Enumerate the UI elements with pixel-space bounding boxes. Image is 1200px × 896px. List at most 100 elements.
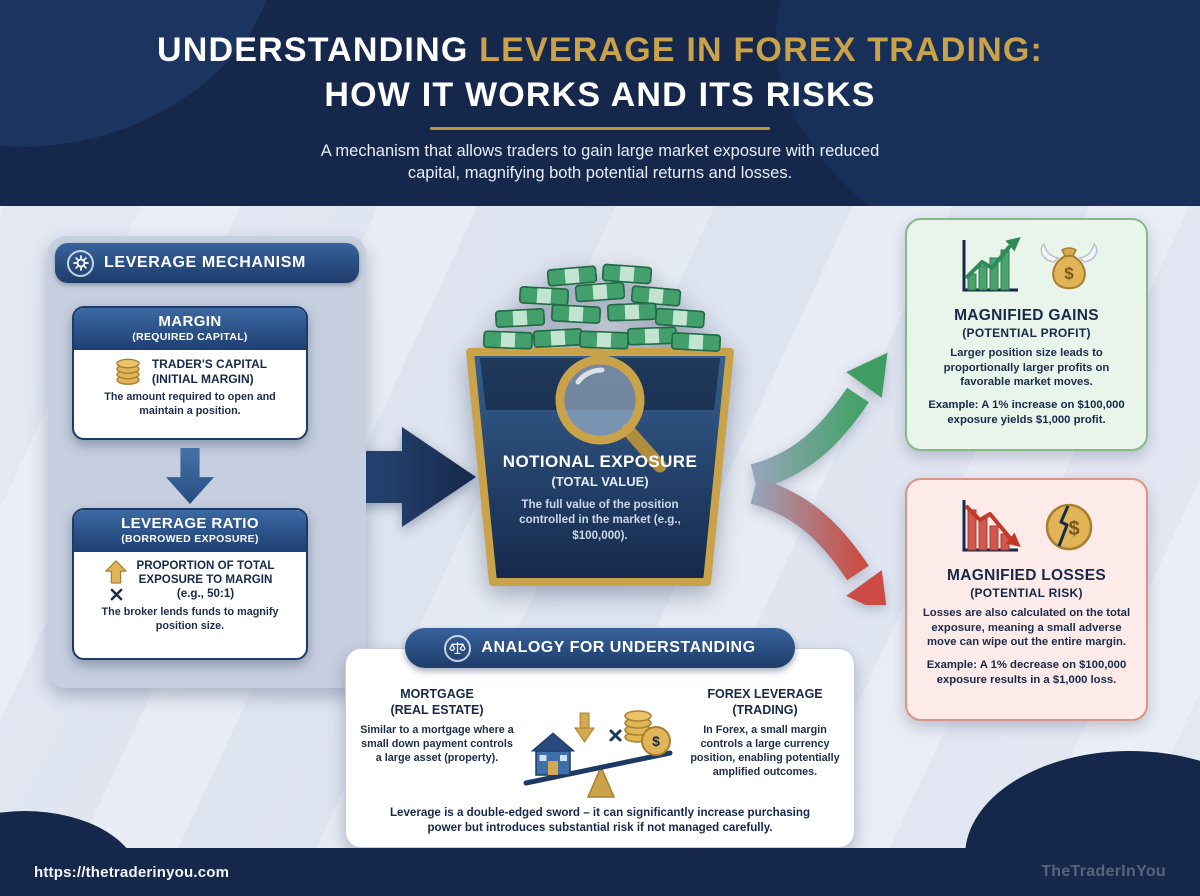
losses-icons: $ [919, 492, 1134, 562]
money-bag-icon: $ [1040, 242, 1097, 290]
ratio-label-row: PROPORTION OF TOTAL EXPOSURE TO MARGIN (… [84, 559, 296, 601]
gains-title: MAGNIFIED GAINS [954, 307, 1099, 324]
ratio-box-header: LEVERAGE RATIO (BORROWED EXPOSURE) [74, 510, 306, 552]
forex-description: In Forex, a small margin controls a larg… [690, 724, 840, 779]
leverage-mechanism-header: LEVERAGE MECHANISM [55, 243, 359, 283]
x-mark-icon [110, 588, 123, 601]
ratio-description: The broker lends funds to magnify positi… [101, 606, 279, 633]
brand-watermark: TheTraderInYou [1041, 863, 1166, 880]
page-subtitle: A mechanism that allows traders to gain … [0, 140, 1200, 185]
falling-chart-icon [962, 500, 1021, 552]
mortgage-title: MORTGAGE [400, 687, 474, 701]
title-part-gold: LEVERAGE IN FOREX TRADING: [479, 31, 1044, 69]
ratio-label-line3: (e.g., 50:1) [176, 587, 235, 601]
ratio-label-line1: PROPORTION OF TOTAL [136, 559, 275, 572]
margin-title: MARGIN [158, 313, 222, 330]
margin-label: TRADER'S CAPITAL (INITIAL MARGIN) [152, 357, 267, 386]
gear-icon [72, 255, 89, 271]
page-title: UNDERSTANDING LEVERAGE IN FOREX TRADING:… [0, 28, 1200, 118]
margin-box-header: MARGIN (REQUIRED CAPITAL) [74, 308, 306, 350]
margin-subtitle: (REQUIRED CAPITAL) [132, 331, 248, 343]
ratio-box-body: PROPORTION OF TOTAL EXPOSURE TO MARGIN (… [74, 552, 306, 640]
small-x-icon [609, 729, 622, 742]
leverage-ratio-box: LEVERAGE RATIO (BORROWED EXPOSURE) [72, 508, 308, 660]
website-url-link[interactable]: https://thetraderinyou.com [34, 863, 230, 881]
magnified-losses-panel: $ MAGNIFIED LOSSES (POTENTIAL RISK) Loss… [905, 478, 1148, 721]
money-chest-illustration [466, 263, 734, 586]
margin-label-row: TRADER'S CAPITAL (INITIAL MARGIN) [84, 357, 296, 386]
forex-subtitle: (TRADING) [732, 702, 798, 717]
dollar-sign: $ [652, 733, 660, 749]
down-arrow [166, 448, 214, 504]
notional-exposure-subtitle: (TOTAL VALUE) [551, 474, 649, 489]
dollar-sign: $ [1064, 264, 1074, 283]
mechanism-panel-title: LEVERAGE MECHANISM [104, 254, 306, 271]
header-banner: UNDERSTANDING LEVERAGE IN FOREX TRADING:… [0, 0, 1200, 206]
rising-chart-icon [962, 237, 1021, 292]
seesaw-plank [523, 750, 673, 786]
forex-column: FOREX LEVERAGE (TRADING) In Forex, a sma… [688, 687, 842, 779]
seesaw-illustration: $ [523, 710, 673, 798]
losses-arrow [750, 478, 869, 581]
gains-subtitle: (POTENTIAL PROFIT) [962, 326, 1091, 340]
subtitle-line-2: capital, magnifying both potential retur… [407, 164, 793, 183]
margin-label-line2: (INITIAL MARGIN) [151, 371, 254, 386]
fulcrum [586, 765, 616, 798]
scales-icon [449, 641, 466, 654]
gains-arrowhead [846, 352, 888, 398]
cracked-coin-icon: $ [1045, 503, 1092, 551]
dollar-sign: $ [1068, 518, 1079, 540]
dollar-coin-icon: $ [641, 726, 671, 756]
title-part-white: UNDERSTANDING [156, 31, 480, 69]
flow-arrow-right [336, 427, 476, 527]
margin-label-line1: TRADER'S CAPITAL [151, 357, 268, 371]
forex-title: FOREX LEVERAGE [707, 687, 823, 701]
notional-exposure-description: The full value of the position controlle… [519, 498, 681, 542]
title-line-1: UNDERSTANDING LEVERAGE IN FOREX TRADING: [0, 28, 1200, 73]
ratio-label-line2: EXPOSURE TO MARGIN [138, 573, 273, 587]
ratio-label: PROPORTION OF TOTAL EXPOSURE TO MARGIN (… [136, 559, 274, 601]
losses-example: Example: A 1% decrease on $100,000 expos… [926, 659, 1127, 686]
mortgage-subtitle: (REAL ESTATE) [390, 702, 484, 717]
gear-icon-ring [67, 249, 94, 277]
scales-icon-ring [444, 634, 472, 662]
subtitle-line-1: A mechanism that allows traders to gain … [320, 142, 880, 160]
losses-description: Losses are also calculated on the total … [922, 607, 1131, 649]
coins-icon [116, 358, 140, 385]
footer-bar: https://thetraderinyou.com TheTraderInYo… [0, 848, 1200, 896]
gains-description: Larger position size leads to proportion… [943, 347, 1110, 389]
losses-subtitle: (POTENTIAL RISK) [970, 586, 1083, 600]
magnified-gains-panel: $ MAGNIFIED GAINS (POTENTIAL PROFIT) Lar… [905, 218, 1148, 451]
ratio-subtitle: (BORROWED EXPOSURE) [121, 533, 259, 545]
analogy-panel-title: ANALOGY FOR UNDERSTANDING [481, 639, 756, 656]
margin-box: MARGIN (REQUIRED CAPITAL) TRADER'S CAP [72, 306, 308, 440]
losses-title: MAGNIFIED LOSSES [947, 567, 1106, 584]
house-icon [530, 732, 576, 776]
analogy-panel: MORTGAGE (REAL ESTATE) Similar to a mort… [345, 648, 855, 848]
margin-box-body: TRADER'S CAPITAL (INITIAL MARGIN) The am… [74, 350, 306, 425]
losses-title-block: MAGNIFIED LOSSES (POTENTIAL RISK) [919, 567, 1134, 600]
money-stacks [482, 263, 722, 352]
leverage-mechanism-panel: LEVERAGE MECHANISM MARGIN (REQUIRED CAPI… [48, 236, 366, 688]
gains-arrow [750, 387, 869, 490]
ratio-title: LEVERAGE RATIO [121, 515, 259, 532]
up-arrow-icon [105, 560, 128, 584]
notional-exposure-block: NOTIONAL EXPOSURE (TOTAL VALUE) The full… [492, 452, 708, 543]
gains-example: Example: A 1% increase on $100,000 expos… [928, 399, 1125, 426]
title-line-2: HOW IT WORKS AND ITS RISKS [324, 75, 876, 114]
forex-title-block: FOREX LEVERAGE (TRADING) [688, 687, 842, 718]
analogy-summary: Leverage is a double-edged sword – it ca… [389, 806, 811, 835]
gold-down-arrow-icon [574, 712, 595, 743]
losses-arrowhead [846, 570, 888, 605]
mortgage-column: MORTGAGE (REAL ESTATE) Similar to a mort… [360, 687, 514, 765]
gains-title-block: MAGNIFIED GAINS (POTENTIAL PROFIT) [919, 307, 1134, 340]
title-divider [430, 127, 770, 130]
outcome-split-arrows [750, 352, 888, 605]
analogy-header: ANALOGY FOR UNDERSTANDING [405, 628, 795, 668]
mortgage-title-block: MORTGAGE (REAL ESTATE) [360, 687, 514, 718]
notional-exposure-title: NOTIONAL EXPOSURE [502, 452, 698, 471]
magnifying-glass-icon [555, 355, 667, 473]
margin-description: The amount required to open and maintain… [104, 391, 276, 418]
gains-icons: $ [919, 232, 1134, 302]
